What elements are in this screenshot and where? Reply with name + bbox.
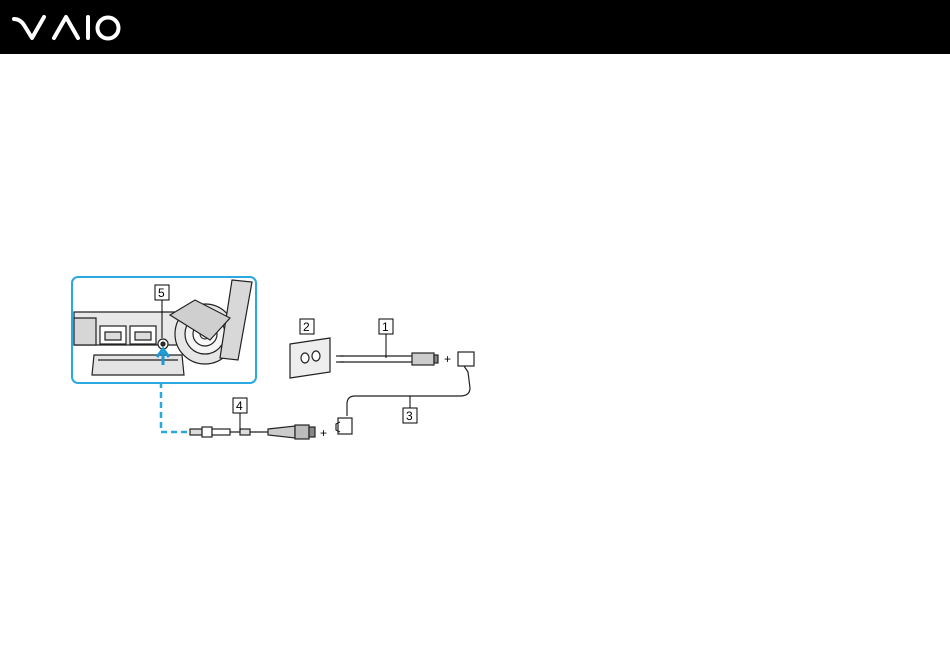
power-cord bbox=[336, 353, 438, 365]
callout-label-4: 4 bbox=[236, 399, 243, 413]
callout-label-1: 1 bbox=[382, 320, 389, 334]
callout-label-2: 2 bbox=[303, 320, 310, 334]
dc-plug-cable bbox=[190, 425, 315, 439]
dashed-guide-line bbox=[161, 382, 190, 432]
plus-sign-top: + bbox=[444, 352, 451, 366]
wall-outlet-illustration bbox=[290, 338, 330, 378]
callout-label-5: 5 bbox=[158, 286, 165, 300]
plus-sign-bottom: + bbox=[320, 426, 327, 440]
callout-label-3: 3 bbox=[406, 409, 413, 423]
